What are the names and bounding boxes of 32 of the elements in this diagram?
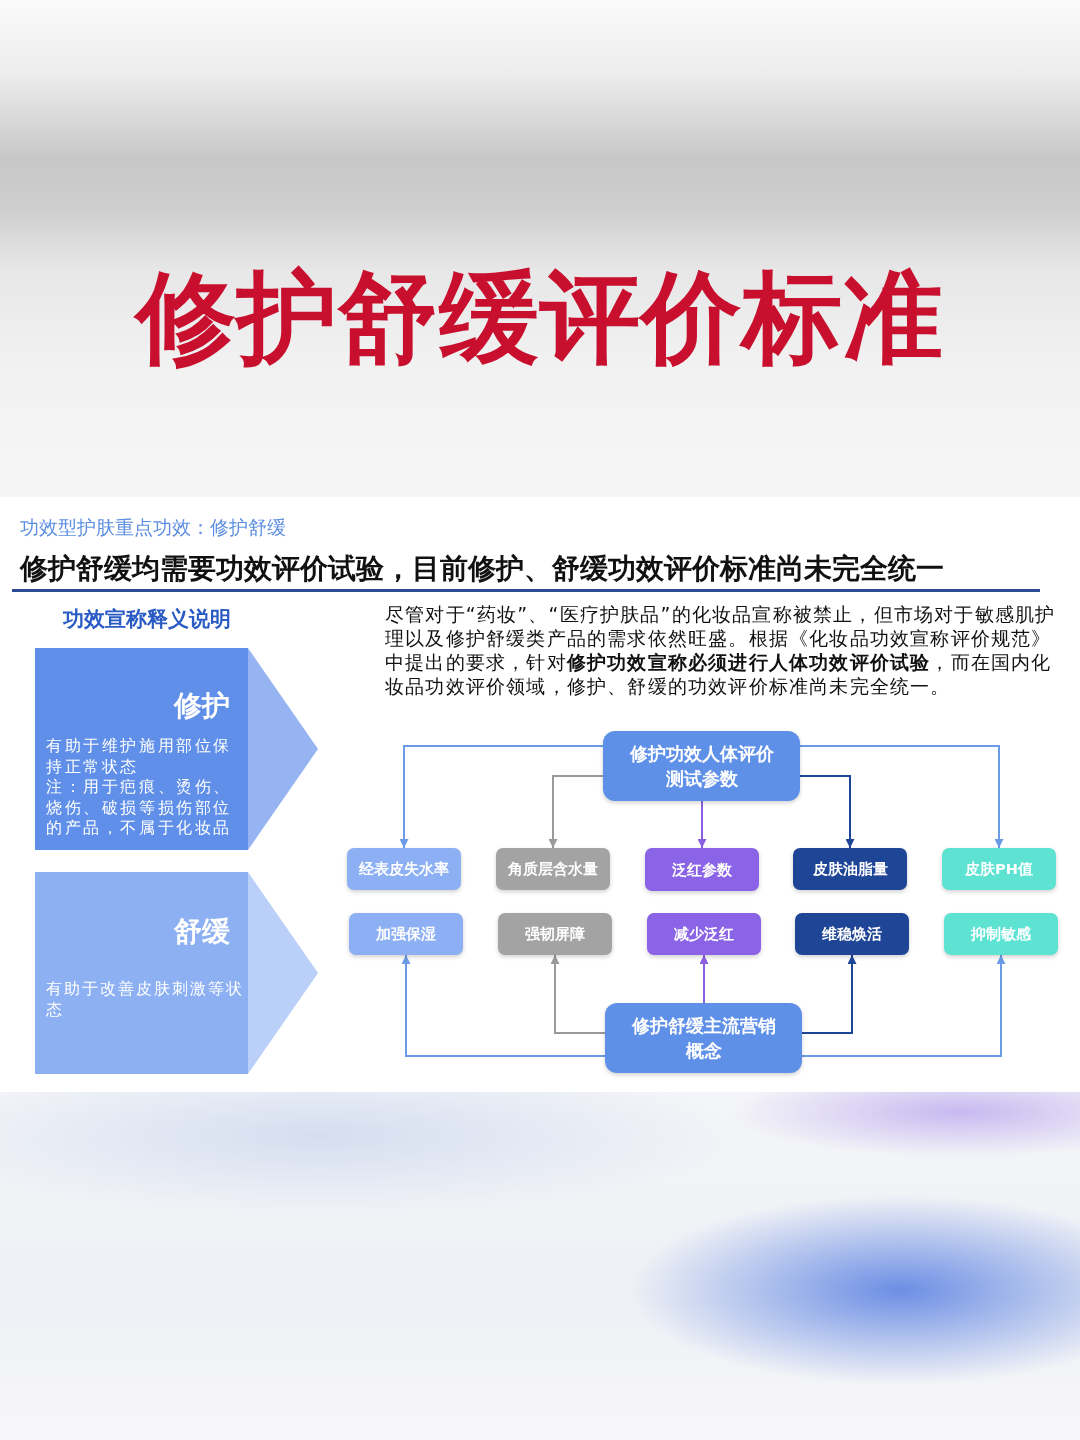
claim-box: 加强保湿 — [349, 913, 463, 955]
parameter-box: 皮肤油脂量 — [793, 848, 907, 890]
parameter-box: 皮肤PH值 — [942, 848, 1056, 890]
parameter-box: 经表皮失水率 — [347, 848, 461, 890]
section-heading: 功效宣称释义说明 — [63, 606, 231, 633]
page-title: 修护舒缓评价标准 — [0, 258, 1080, 378]
arrow — [801, 954, 1006, 1057]
rounded-box: 修护舒缓主流营销概念 — [605, 1003, 802, 1073]
claim-box: 强韧屏障 — [498, 913, 612, 955]
panel-heading: 舒缓 — [173, 914, 230, 950]
claim-box: 抑制敏感 — [944, 913, 1058, 955]
panel-text: 有助于维护施用部位保持正常状态 — [46, 736, 233, 778]
arrow — [801, 954, 857, 1034]
slide-heading: 修护舒缓均需要功效评价试验，目前修护、舒缓功效评价标准尚未完全统一 — [20, 551, 944, 587]
parameter-box: 泛红参数 — [645, 848, 759, 891]
arrow — [550, 954, 606, 1034]
arrow — [699, 954, 709, 1004]
claim-box: 维稳焕活 — [795, 913, 909, 955]
arrow — [401, 954, 606, 1057]
arrow — [799, 745, 1004, 849]
rounded-box: 修护功效人体评价测试参数 — [603, 731, 800, 801]
panel-text: 注：用于疤痕、烫伤、烧伤、破损等损伤部位的产品，不属于化妆品 — [46, 777, 233, 839]
panel-heading: 修护 — [172, 688, 230, 724]
arrow — [799, 775, 855, 849]
arrow — [548, 775, 604, 849]
parameter-box: 角质层含水量 — [496, 848, 610, 890]
body-paragraph: 尽管对于“药妆”、“医疗护肤品”的化妆品宣称被禁止，但市场对于敏感肌护理以及修护舒缓类产品的需求依然旺盛。根据《化妆品功效宣称评价规范》中提出的要求，针对修护功效宣称必须进行人体功效评价试验，而在国内化妆品功效评价领域，修护、舒缓的功效评价标准尚未完全统一。 — [385, 602, 1057, 698]
panel-text: 有助于改善皮肤刺激等状态 — [46, 979, 245, 1021]
claim-box: 减少泛红 — [647, 913, 761, 955]
section-tag: 功效型护肤重点功效：修护舒缓 — [20, 513, 286, 541]
arrow — [697, 800, 707, 849]
arrow — [399, 745, 604, 849]
